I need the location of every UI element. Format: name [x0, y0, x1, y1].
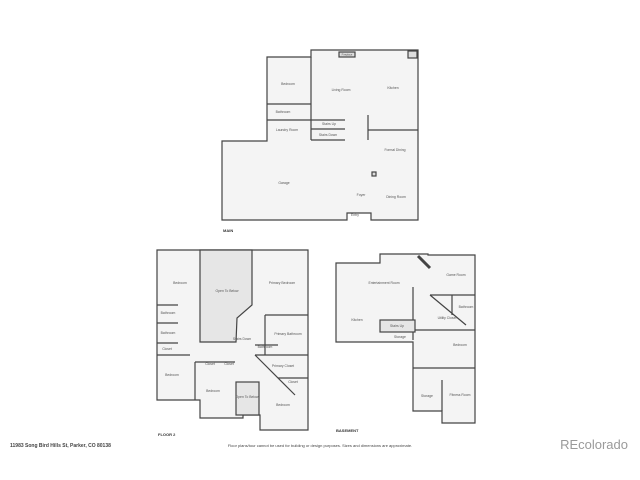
room-label: Storage: [421, 394, 433, 398]
room-label: Stairs Up: [390, 324, 404, 328]
room-label: Entry: [351, 213, 359, 217]
room-label: Bedroom: [165, 373, 179, 377]
room-label: Bathroom: [160, 331, 176, 335]
room-label: Primary Bathroom: [274, 332, 302, 336]
room-label: Bathroom: [458, 305, 474, 309]
room-label: Living Room: [331, 88, 351, 92]
floor-label-main: MAIN: [223, 228, 234, 233]
recolorado-logo: REcolorado: [560, 437, 628, 452]
basement-outline: [335, 253, 476, 424]
room-label: Bedroom: [281, 82, 295, 86]
floor-label-floor2: FLOOR 2: [158, 432, 176, 437]
room-label: Formal Dining: [384, 148, 406, 152]
room-label: Bedroom: [276, 403, 290, 407]
room-label: Fitness Room: [449, 393, 471, 397]
room-label: Entertainment Room: [368, 281, 400, 285]
room-label: Bedroom: [173, 281, 187, 285]
room-label: Open To Below: [215, 289, 239, 293]
room-label: Closet: [205, 362, 215, 366]
room-label: Utility Closet: [437, 316, 457, 320]
room-label: Dining Room: [386, 195, 406, 199]
floor-label-basement: BASEMENT: [336, 428, 359, 433]
room-label: Garage: [278, 181, 290, 185]
room-label: Fireplace: [341, 53, 353, 57]
room-label: Bedroom: [453, 343, 467, 347]
room-label: Closet: [288, 380, 298, 384]
room-label: Closet: [224, 362, 234, 366]
room-label: Laundry Room: [275, 128, 299, 132]
room-label: Bedroom: [206, 389, 220, 393]
room-label: Kitchen: [351, 318, 363, 322]
room-label: Primary Closet: [271, 364, 295, 368]
main-floor-outline: [221, 49, 419, 221]
room-label: Game Room: [446, 273, 466, 277]
room-label: Bathroom: [275, 110, 291, 114]
room-label: Bathroom: [160, 311, 176, 315]
room-label: Primary Bedroom: [268, 281, 296, 285]
room-label: Closet: [162, 347, 172, 351]
room-label: Kitchen: [387, 86, 399, 90]
room-label: Foyer: [356, 193, 366, 197]
room-label: Open To Below: [235, 395, 259, 399]
room-label: Stairs Up: [322, 122, 336, 126]
room-label: Stairs Down: [232, 337, 252, 341]
room-label: Bathroom: [257, 345, 273, 349]
room-label: Storage: [394, 335, 406, 339]
disclaimer: Floor plans/tour cannot be used for buil…: [227, 443, 413, 448]
room-label: Stairs Down: [318, 133, 338, 137]
property-address: 11983 Song Bird Hills St, Parker, CO 801…: [10, 443, 111, 449]
